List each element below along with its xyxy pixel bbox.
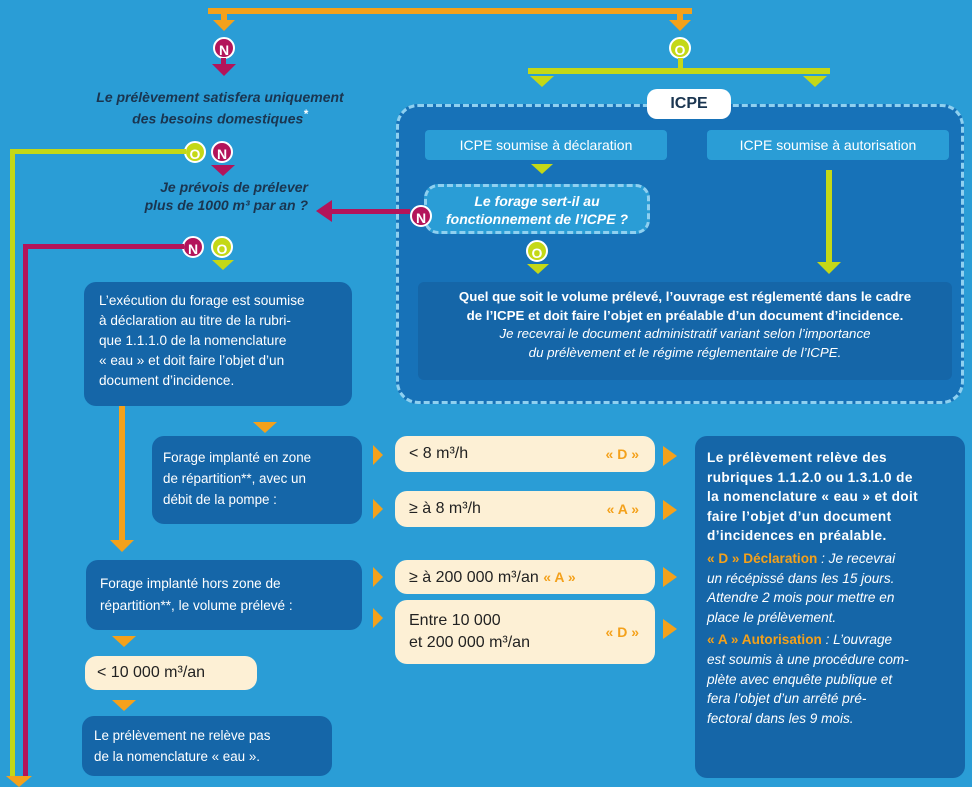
green-stem	[678, 58, 683, 72]
arrow-down-icon	[112, 636, 136, 647]
forage-question: Le forage sert-il au fonctionnement de l…	[424, 184, 650, 234]
arrow-down-icon	[253, 422, 277, 433]
no-nomenclature-box: Le prélèvement ne relève pas de la nomen…	[82, 716, 332, 776]
tag-d: « D »	[605, 446, 639, 462]
zone-box: Forage implanté en zone de répartition**…	[152, 436, 362, 524]
magenta-outer-line	[23, 244, 184, 249]
icpe-declaration: ICPE soumise à déclaration	[425, 130, 667, 160]
flow-lt10: < 10 000 m³/an	[85, 656, 257, 690]
regime-box: Le prélèvement relève des rubriques 1.1.…	[695, 436, 965, 778]
badge-yes: O	[669, 37, 691, 59]
arrow-down-icon	[803, 76, 827, 87]
arrow-down-icon	[212, 64, 236, 76]
flow-between: Entre 10 000 et 200 000 m³/an « D »	[395, 600, 655, 664]
badge-yes: O	[526, 240, 548, 262]
green-branch-line	[528, 68, 830, 74]
arrow-down-icon	[527, 264, 549, 274]
arrow-down-icon	[530, 76, 554, 87]
badge-no: N	[213, 37, 235, 59]
arrow-right-icon	[373, 567, 383, 587]
flow-ge8: ≥ à 8 m³/h « A »	[395, 491, 655, 527]
magenta-outer-vertical	[23, 244, 28, 779]
tag-a: « A »	[543, 569, 576, 585]
arrow-right-icon	[663, 500, 677, 520]
icpe-result: Quel que soit le volume prélevé, l’ouvra…	[418, 282, 952, 380]
top-orange-line	[208, 8, 692, 14]
arrow-down-icon	[112, 700, 136, 711]
autorisation-label: « A » Autorisation	[707, 632, 822, 648]
tag-d: « D »	[605, 624, 639, 640]
icpe-autorisation: ICPE soumise à autorisation	[707, 130, 949, 160]
green-line-autorisation	[826, 170, 832, 264]
top-left-drop	[221, 8, 227, 22]
badge-no: N	[211, 141, 233, 163]
arrow-down-icon	[531, 164, 553, 174]
magenta-stem	[221, 58, 226, 66]
tag-a: « A »	[606, 501, 639, 517]
flow-ge200: ≥ à 200 000 m³/an « A »	[395, 560, 655, 594]
hors-zone-box: Forage implanté hors zone de répartition…	[86, 560, 362, 630]
arrow-down-icon	[110, 540, 134, 552]
badge-yes: O	[184, 141, 206, 163]
badge-yes: O	[211, 236, 233, 258]
arrow-right-icon	[373, 608, 383, 628]
arrow-right-icon	[663, 567, 677, 587]
icpe-label: ICPE	[647, 89, 731, 119]
question-domestic: Le prélèvement satisfera uniquement des …	[96, 89, 344, 127]
arrow-down-icon	[212, 260, 234, 270]
badge-no: N	[182, 236, 204, 258]
arrow-right-icon	[663, 446, 677, 466]
declaration-label: « D » Déclaration	[707, 550, 818, 566]
arrow-down-icon	[211, 165, 235, 176]
declaration-box: L’exécution du forage est soumise à décl…	[84, 282, 352, 406]
arrow-left-icon	[316, 200, 332, 222]
flow-lt8: < 8 m³/h « D »	[395, 436, 655, 472]
arrow-down-icon	[669, 20, 691, 31]
green-outer-line	[10, 149, 186, 154]
green-outer-vertical	[10, 149, 15, 779]
orange-vertical	[119, 406, 125, 544]
arrow-down-icon	[817, 262, 841, 274]
magenta-arrow-line	[330, 209, 410, 214]
top-right-drop	[677, 8, 683, 22]
badge-no: N	[410, 205, 432, 227]
arrow-down-icon	[213, 20, 235, 31]
arrow-right-icon	[373, 445, 383, 465]
question-1000m3: Je prévois de prélever plus de 1000 m³ p…	[144, 179, 308, 213]
arrow-right-icon	[663, 619, 677, 639]
arrow-down-icon	[6, 776, 32, 787]
arrow-right-icon	[373, 499, 383, 519]
